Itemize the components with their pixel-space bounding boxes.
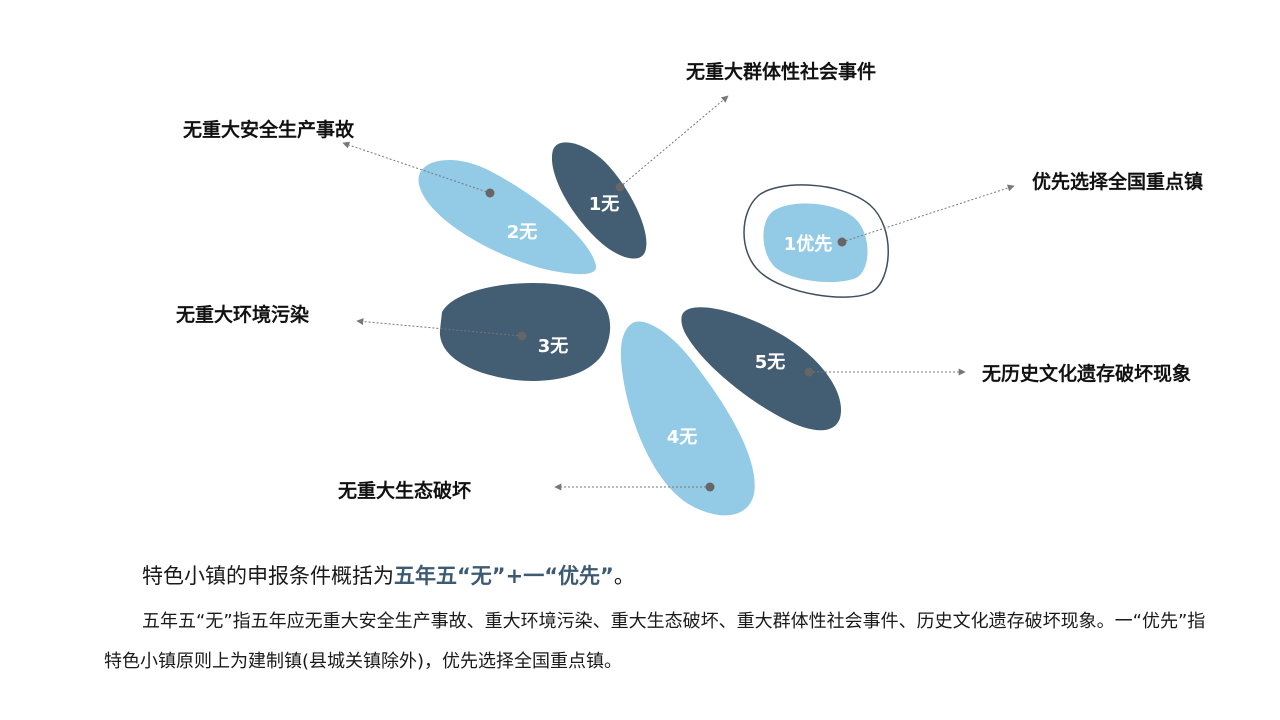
- petal-5-shape: [681, 307, 842, 431]
- priority-anchor-dot: [837, 237, 847, 247]
- petal-5: 5无 无历史文化遗存破坏现象: [681, 307, 1191, 431]
- petal-5-anchor-dot: [804, 367, 814, 377]
- summary-lead-highlight: 五年五“无”+一“优先”: [394, 564, 614, 588]
- petal-2-callout: 无重大安全生产事故: [183, 118, 355, 141]
- five-no-one-priority-diagram: 2无 无重大安全生产事故 1无 无重大群体性社会事件 1优先 优先选择全国重点镇…: [176, 60, 1203, 516]
- petal-5-callout: 无历史文化遗存破坏现象: [982, 362, 1191, 385]
- petal-5-label: 5无: [755, 352, 786, 373]
- priority-node: 1优先 优先选择全国重点镇: [743, 170, 1203, 298]
- petal-2-connector: [342, 141, 491, 194]
- petal-4: 4无 无重大生态破坏: [338, 321, 755, 516]
- priority-connector: [841, 184, 1015, 243]
- petal-1-shape: [551, 142, 647, 259]
- petal-3: 3无 无重大环境污染: [176, 282, 611, 381]
- petal-4-anchor-dot: [705, 482, 715, 492]
- petal-1-anchor-dot: [615, 182, 625, 192]
- petal-3-anchor-dot: [517, 331, 527, 341]
- petal-4-shape: [620, 321, 755, 516]
- petal-4-callout: 无重大生态破坏: [338, 479, 471, 502]
- petal-2-label: 2无: [507, 222, 538, 243]
- petal-1-connector: [619, 95, 729, 188]
- priority-blob: [763, 203, 868, 283]
- petal-1-label: 1无: [589, 194, 620, 215]
- summary-lead-prefix: 特色小镇的申报条件概括为: [142, 564, 394, 588]
- priority-label: 1优先: [784, 233, 833, 255]
- petal-4-label: 4无: [667, 427, 698, 448]
- petal-2: 2无 无重大安全生产事故: [183, 118, 597, 275]
- summary-lead-suffix: 。: [613, 564, 635, 588]
- summary-lead: 特色小镇的申报条件概括为五年五“无”+一“优先”。: [142, 560, 1222, 590]
- petal-1: 1无 无重大群体性社会事件: [551, 60, 876, 259]
- petal-3-callout: 无重大环境污染: [176, 303, 309, 326]
- petal-2-shape: [418, 160, 597, 275]
- petal-1-callout: 无重大群体性社会事件: [686, 60, 876, 83]
- priority-callout: 优先选择全国重点镇: [1032, 170, 1203, 193]
- petal-3-shape: [439, 282, 611, 381]
- summary-body: 五年五“无”指五年应无重大安全生产事故、重大环境污染、重大生态破坏、重大群体性社…: [104, 611, 1206, 672]
- petal-2-anchor-dot: [485, 188, 495, 198]
- petal-3-label: 3无: [538, 336, 569, 357]
- priority-ring: [743, 184, 889, 298]
